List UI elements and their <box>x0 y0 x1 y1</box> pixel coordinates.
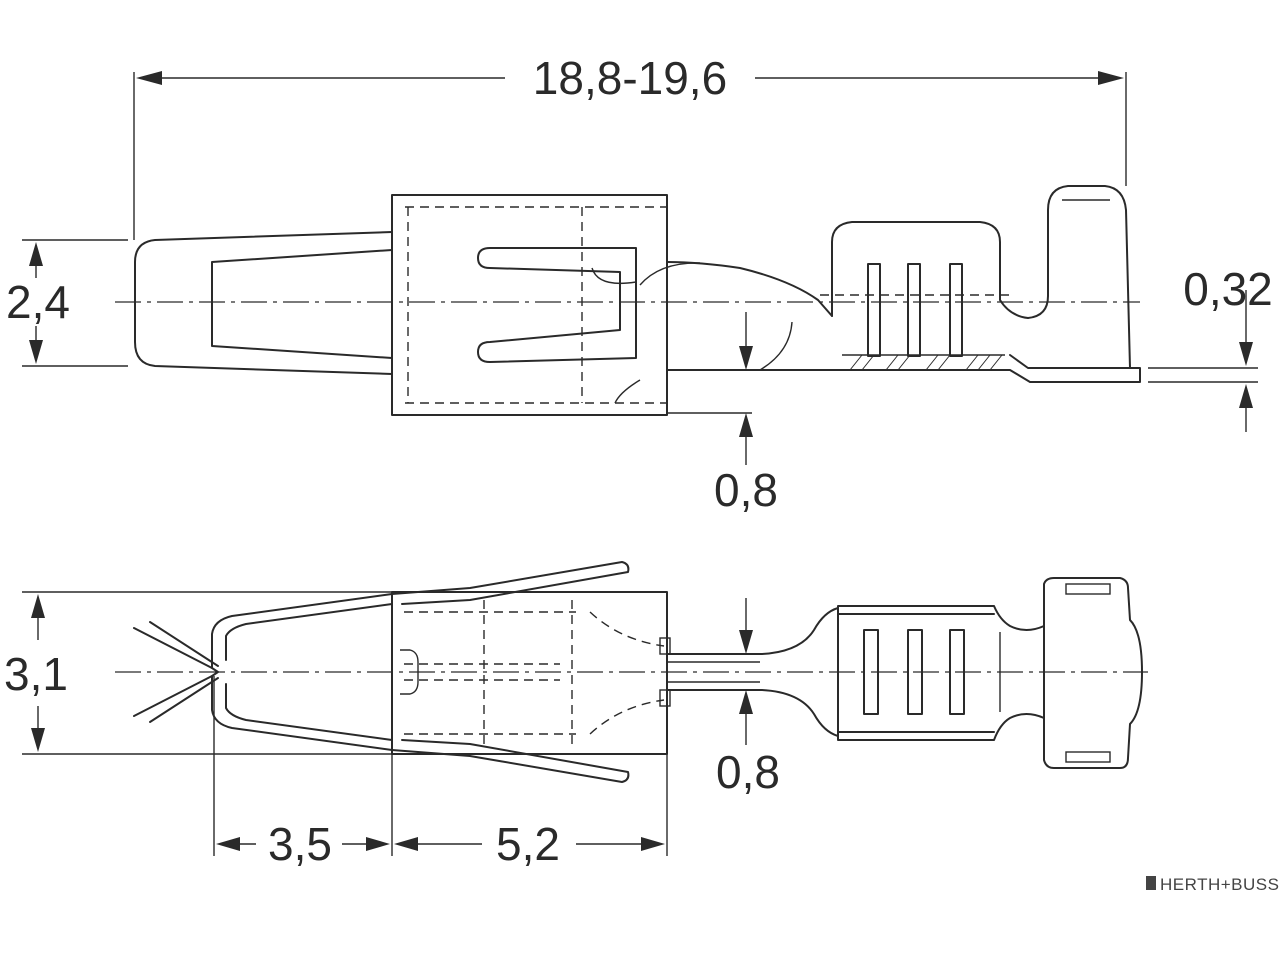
dim-top-height-label: 2,4 <box>6 276 70 328</box>
side-view <box>115 185 1141 416</box>
side-view-neck-curve-mid <box>759 321 793 371</box>
side-view-neck-curve <box>639 262 701 286</box>
side-view-base <box>666 354 1141 383</box>
plan-view-insulation-slot-top <box>1065 583 1111 595</box>
side-view-conductor-crimp <box>831 221 1029 319</box>
plan-view-notch-bottom <box>659 689 671 707</box>
plan-view-finger-top <box>211 593 393 669</box>
dim-top-height: 2,4 <box>6 239 128 367</box>
side-view-neck-curve-low <box>614 379 641 404</box>
dim-overall-length: 18,8-19,6 <box>133 52 1127 240</box>
plan-view-finger-bottom <box>211 675 393 751</box>
brand-logo-mark <box>1146 876 1156 890</box>
dim-material-thickness: 0,32 <box>1148 263 1273 432</box>
plan-view-crimp-slot-1 <box>863 629 879 715</box>
plan-view-box-body <box>391 591 668 755</box>
plan-view <box>115 561 1148 783</box>
plan-view-hidden-curve-top <box>589 611 665 647</box>
side-view-window-curve <box>591 267 637 285</box>
plan-view-crimp-slot-3 <box>949 629 965 715</box>
plan-view-conductor-crimp <box>837 605 1045 741</box>
dim-top-step: 0,8 <box>667 312 778 516</box>
plan-view-spring-cross-a <box>149 621 219 667</box>
dim-top-step-label: 0,8 <box>714 464 778 516</box>
side-view-box-body <box>391 194 668 416</box>
plan-view-spring-upper <box>133 627 219 717</box>
dim-bottom-height: 3,1 <box>4 591 392 755</box>
dim-contact-length-label: 3,5 <box>268 818 332 870</box>
plan-view-latch-upper <box>391 561 630 605</box>
brand-logo: HERTH+BUSS <box>1146 875 1279 894</box>
dim-overall-length-label: 18,8-19,6 <box>533 52 727 104</box>
plan-view-insulation-crimp <box>1043 577 1143 769</box>
side-view-contact-inner <box>211 249 393 359</box>
dim-body-length-label: 5,2 <box>496 818 560 870</box>
dim-body-length: 5,2 <box>394 754 668 870</box>
plan-view-notch-top <box>659 637 671 655</box>
dim-bottom-width: 0,8 <box>716 598 780 798</box>
dim-bottom-width-label: 0,8 <box>716 746 780 798</box>
plan-view-dimple <box>400 649 419 695</box>
side-view-contact-spring <box>134 231 393 375</box>
side-view-hatched-section <box>842 354 1005 371</box>
plan-view-finger-bottom-inner <box>225 683 393 741</box>
side-view-crimp-slot-2 <box>907 263 921 357</box>
plan-view-hidden-curve-bottom <box>589 699 665 735</box>
side-view-latch-window <box>477 247 637 363</box>
plan-view-finger-top-inner <box>225 603 393 661</box>
side-view-crimp-slot-3 <box>949 263 963 357</box>
dim-bottom-height-label: 3,1 <box>4 648 68 700</box>
plan-view-crimp-slot-2 <box>907 629 923 715</box>
plan-view-latch-lower <box>391 739 630 783</box>
side-view-insulation-crimp <box>1027 185 1131 369</box>
side-view-neck <box>666 261 833 317</box>
side-view-crimp-slot-1 <box>867 263 881 357</box>
plan-view-insulation-slot-bottom <box>1065 751 1111 763</box>
plan-view-spring-cross-b <box>149 677 219 723</box>
brand-logo-text: HERTH+BUSS <box>1160 875 1279 894</box>
dim-material-thickness-label: 0,32 <box>1183 263 1273 315</box>
dim-contact-length: 3,5 <box>213 676 393 870</box>
